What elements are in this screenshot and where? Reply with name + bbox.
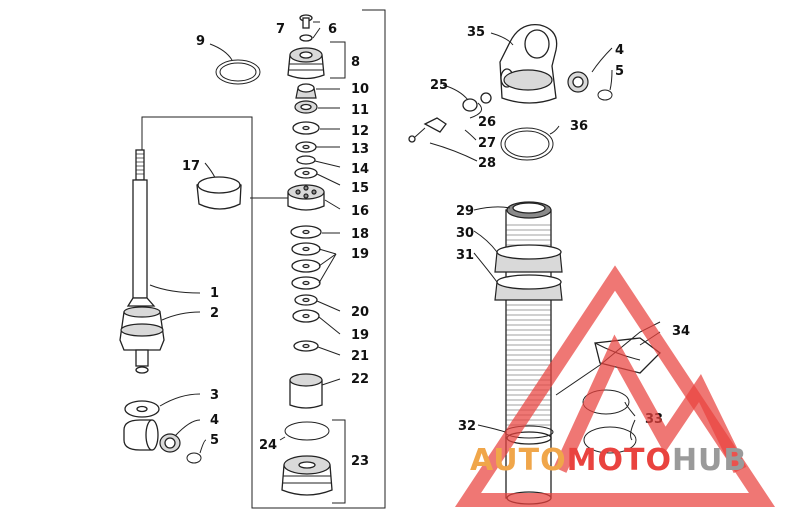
callout-34: 34	[672, 324, 690, 339]
callout-35: 35	[467, 25, 485, 40]
callout-4: 4	[210, 413, 219, 428]
callout-3: 3	[210, 388, 219, 403]
callout-32: 32	[458, 419, 476, 434]
watermark-hub: HUB	[672, 443, 747, 478]
rings-left	[196, 43, 261, 210]
callout-31: 31	[456, 248, 474, 263]
triangle-m-logo	[454, 265, 776, 507]
callout-1: 1	[210, 286, 219, 301]
center-leaders	[250, 21, 346, 504]
callout-labels: 1 2 3 4 5 6 7 8 9 10 11 12 13 14 15 16 1…	[182, 22, 690, 469]
callout-29: 29	[456, 204, 474, 219]
callout-36: 36	[570, 119, 588, 134]
callout-7: 7	[276, 22, 285, 37]
callout-15: 15	[351, 181, 369, 196]
callout-28: 28	[478, 156, 496, 171]
callout-8: 8	[351, 55, 360, 70]
callout-20: 20	[351, 305, 369, 320]
callout-25: 25	[430, 78, 448, 93]
watermark: AUTOMOTOHUB	[454, 265, 776, 507]
callout-12: 12	[351, 124, 369, 139]
callout-9: 9	[196, 34, 205, 49]
watermark-moto: MOTO	[567, 443, 672, 478]
callout-11: 11	[351, 103, 369, 118]
callout-27: 27	[478, 136, 496, 151]
callout-4-top: 4	[615, 43, 624, 58]
callout-5-top: 5	[615, 64, 624, 79]
callout-26: 26	[478, 115, 496, 130]
callout-17: 17	[182, 159, 200, 174]
callout-23: 23	[351, 454, 369, 469]
watermark-auto: AUTO	[470, 443, 567, 478]
callout-14: 14	[351, 162, 369, 177]
callout-19c: 19	[351, 328, 369, 343]
callout-22: 22	[351, 372, 369, 387]
assembly-brackets	[141, 9, 386, 509]
callout-18: 18	[351, 227, 369, 242]
callout-6: 6	[328, 22, 337, 37]
shaft-assembly	[119, 149, 202, 464]
callout-19a: 19	[351, 247, 369, 262]
left-leaders	[149, 162, 218, 454]
reservoir-assembly	[408, 23, 661, 505]
callout-10: 10	[351, 82, 369, 97]
callout-21: 21	[351, 349, 369, 364]
callout-13: 13	[351, 142, 369, 157]
callout-2: 2	[210, 306, 219, 321]
callout-30: 30	[456, 226, 474, 241]
callout-24: 24	[259, 438, 277, 453]
callout-16: 16	[351, 204, 369, 219]
svg-text:AUTOMOTOHUB: AUTOMOTOHUB	[470, 443, 747, 478]
callout-5: 5	[210, 433, 219, 448]
valve-stack	[281, 14, 333, 496]
